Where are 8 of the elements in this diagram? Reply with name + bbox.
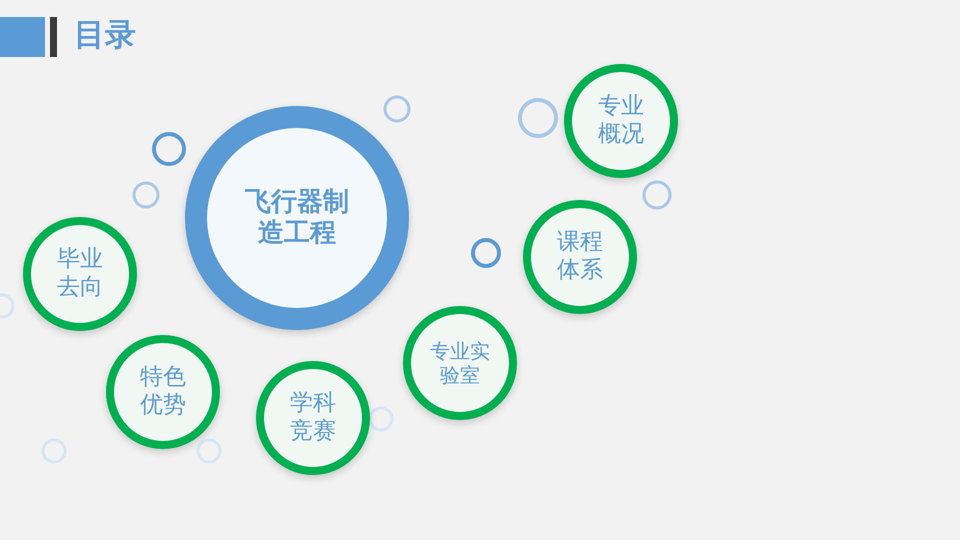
topic-label: 学科竞赛 — [289, 390, 337, 446]
page-title: 目录 — [74, 16, 136, 55]
topic-label: 专业概况 — [597, 93, 645, 149]
topic-label: 飞行器制造工程 — [244, 186, 350, 250]
topic-label: 专业实验室 — [430, 339, 490, 387]
topic-label: 特色优势 — [139, 364, 187, 420]
topic-label: 课程体系 — [556, 229, 604, 285]
topic-label: 毕业去向 — [56, 246, 104, 302]
